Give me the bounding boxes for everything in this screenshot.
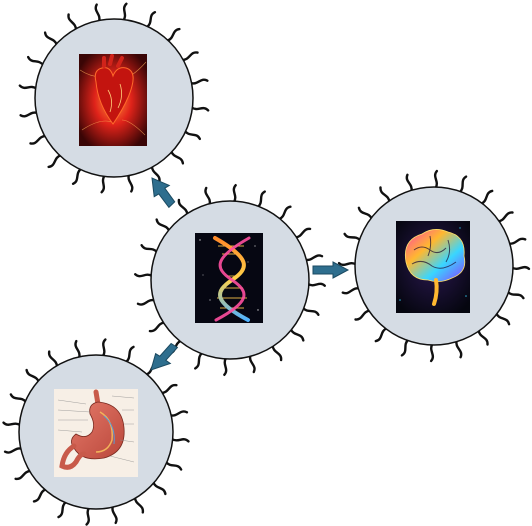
cell-spike [379, 186, 391, 204]
cell-spike [337, 261, 358, 267]
cell-spike [183, 129, 201, 141]
cell-spike [29, 134, 48, 145]
cell-spike [47, 154, 63, 169]
cell-spike [496, 211, 514, 223]
cell-spike [111, 504, 118, 525]
cell-spike [458, 175, 468, 194]
cell-spike [357, 206, 373, 221]
cell-spike [136, 298, 156, 306]
cell-spike [189, 78, 209, 85]
cell-spike [101, 338, 107, 358]
cell-spike [164, 460, 183, 471]
cell-spike [341, 287, 361, 295]
cell-spike [152, 480, 167, 496]
cell-spike [165, 27, 181, 42]
cell-spike [271, 344, 283, 362]
cell-spike [374, 327, 389, 343]
cell-spike [433, 169, 439, 190]
cell-spike [43, 31, 58, 47]
cell-spike [25, 368, 40, 384]
cell-spike [67, 13, 78, 32]
cell-spike [400, 338, 410, 357]
cell-spike [134, 273, 154, 278]
cell-spike [232, 184, 237, 204]
cell-spike [57, 500, 68, 519]
cell-spike [429, 342, 435, 363]
cell-spike [19, 111, 39, 118]
cell-spike [343, 232, 362, 242]
cell-spike [223, 356, 228, 376]
cell-spike [148, 321, 166, 333]
cell-spike [94, 3, 101, 23]
cell-spike [506, 290, 525, 300]
arrow-to-heart-cell [151, 177, 176, 209]
cell-spike [32, 488, 48, 503]
cell-spike [289, 327, 305, 342]
cell-spike [2, 421, 22, 427]
cell-spike [27, 55, 45, 67]
cell-spike [510, 265, 531, 271]
cell-spike [194, 351, 204, 370]
cell-spike [124, 345, 135, 364]
cell-spike [9, 393, 28, 404]
cell-spike [405, 173, 413, 193]
cell-spike [507, 237, 527, 245]
cell-spike [354, 309, 372, 321]
cell-spike [127, 173, 134, 193]
dna-helix-icon [195, 233, 263, 323]
cell-spike [477, 328, 489, 346]
cell-spike [155, 218, 171, 233]
cell-spike [133, 496, 145, 514]
cell-spike [301, 306, 320, 316]
cell-spike [160, 383, 178, 395]
cell-spike [479, 189, 494, 205]
cell-spike [256, 190, 266, 209]
stomach-icon [54, 389, 138, 477]
cell-spike [170, 149, 185, 165]
arrow-to-stomach-cell [150, 342, 179, 371]
cell-spike [277, 205, 292, 221]
cell-spike [495, 311, 511, 326]
cell-spike [145, 11, 157, 29]
cell-spike [71, 167, 83, 185]
cell-spike [14, 469, 32, 481]
cell-spike [204, 186, 212, 206]
cell-spike [294, 227, 312, 239]
cell-spike [3, 447, 24, 454]
heart-icon [79, 54, 147, 146]
cell-spike [180, 51, 199, 62]
cell-spike [170, 437, 190, 443]
cell-spike [100, 174, 106, 194]
cell-spike [85, 506, 91, 526]
brain-icon [396, 221, 470, 313]
cell-spike [122, 2, 128, 22]
cell-spike [304, 254, 324, 262]
cell-spike [168, 410, 189, 417]
cell-spike [306, 282, 326, 287]
cell-spike [248, 354, 256, 374]
cell-spike [140, 244, 159, 254]
cell-spike [177, 198, 189, 216]
cell-spike [455, 339, 463, 359]
cell-spike [18, 84, 38, 90]
cell-spike [47, 350, 59, 368]
arrow-to-brain-cell [312, 261, 350, 279]
cell-spike [74, 339, 81, 360]
cell-spike [190, 106, 210, 112]
